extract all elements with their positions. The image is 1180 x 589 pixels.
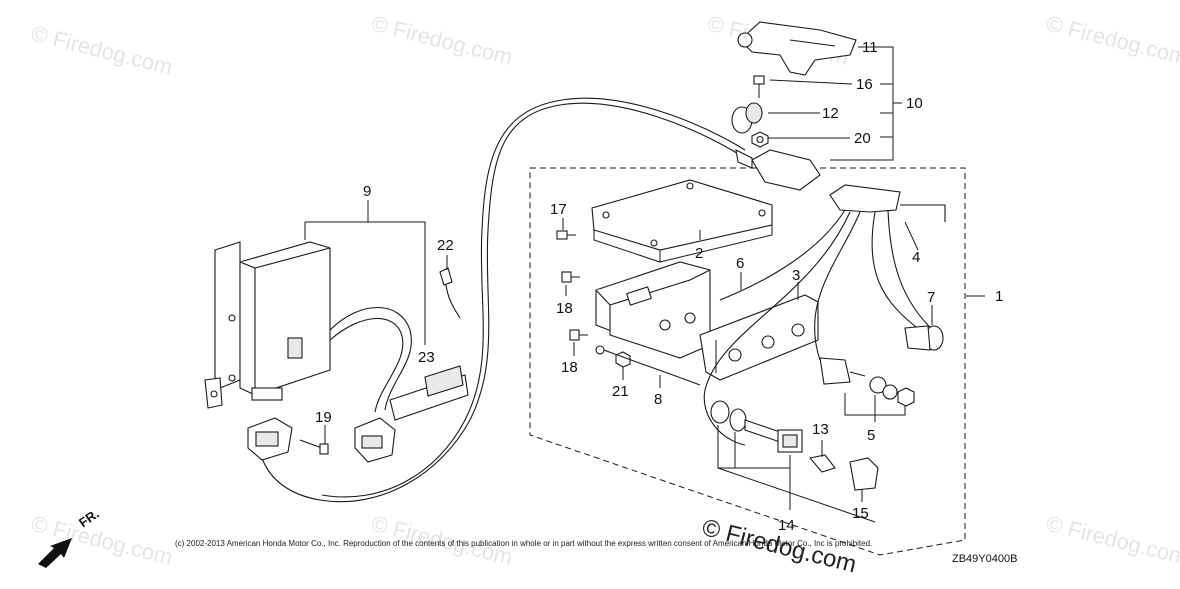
callout-1[interactable]: 1 (995, 288, 1003, 305)
callout-2[interactable]: 2 (695, 245, 703, 262)
part-22-wire-clamp[interactable] (439, 267, 461, 319)
part-20-nut[interactable] (751, 131, 769, 148)
part-4-wiring-harness[interactable] (703, 184, 946, 446)
callout-22[interactable]: 22 (437, 237, 454, 254)
part-11-connector-cover[interactable] (737, 21, 857, 76)
part-12-grommet[interactable] (731, 102, 763, 134)
part-2-cover-plate[interactable] (591, 179, 773, 263)
part-5-toggle-switch[interactable] (819, 357, 915, 407)
callout-13[interactable]: 13 (812, 421, 829, 438)
diagram-code: ZB49Y0400B (952, 553, 1018, 565)
harness-connector[interactable] (735, 149, 821, 191)
part-6-box-frame[interactable] (595, 261, 711, 359)
part-18-screw-upper[interactable] (561, 271, 580, 283)
callout-8[interactable]: 8 (654, 391, 662, 408)
callout-15[interactable]: 15 (852, 505, 869, 522)
callout-10-bracket (830, 46, 902, 161)
part-16-screw[interactable] (753, 75, 765, 98)
watermark-text: © Firedog.com (1044, 511, 1180, 570)
main-harness-cable (261, 102, 741, 503)
callout-18-lower[interactable]: 18 (561, 359, 578, 376)
part-15-cap[interactable] (849, 457, 879, 491)
callout-3[interactable]: 3 (792, 267, 800, 284)
callout-20[interactable]: 20 (854, 130, 871, 147)
part-9-connector-b[interactable] (247, 417, 293, 461)
watermark-text: © Firedog.com (29, 21, 175, 80)
callout-12[interactable]: 12 (822, 105, 839, 122)
assembly-1-boundary (529, 167, 966, 556)
part-21-nut[interactable] (615, 351, 631, 368)
callout-21[interactable]: 21 (612, 383, 629, 400)
callout-11[interactable]: 11 (862, 39, 878, 56)
part-23-label[interactable] (389, 365, 469, 421)
copyright-notice: (c) 2002-2013 American Honda Motor Co., … (175, 539, 873, 548)
callout-19[interactable]: 19 (315, 409, 332, 426)
part-13-fuse[interactable] (808, 454, 836, 473)
part-9-connector-a[interactable] (354, 417, 396, 463)
part-18-screw-lower[interactable] (569, 329, 588, 341)
part-3-switch-panel[interactable] (699, 294, 819, 381)
callout-17[interactable]: 17 (550, 201, 567, 218)
callout-5[interactable]: 5 (867, 427, 875, 444)
part-9-control-unit[interactable] (204, 241, 331, 409)
callout-9[interactable]: 9 (363, 183, 371, 200)
callout-4[interactable]: 4 (912, 249, 920, 266)
callout-18-upper[interactable]: 18 (556, 300, 573, 317)
callout-23[interactable]: 23 (418, 349, 435, 366)
watermark-text: © Firedog.com (1044, 11, 1180, 70)
part-19-screw[interactable] (299, 439, 329, 455)
part-7-indicator[interactable] (904, 325, 944, 351)
part-17-screw[interactable] (556, 230, 576, 240)
front-direction-arrow-icon (38, 538, 72, 568)
watermark-text: © Firedog.com (369, 11, 515, 70)
callout-14[interactable]: 14 (778, 517, 795, 534)
part-14-fuse-holder[interactable] (710, 400, 803, 453)
callout-16[interactable]: 16 (856, 76, 873, 93)
part-8-ground-wire[interactable] (595, 345, 701, 386)
callout-7[interactable]: 7 (927, 289, 935, 306)
callout-6[interactable]: 6 (736, 255, 744, 272)
callout-10[interactable]: 10 (906, 95, 923, 112)
